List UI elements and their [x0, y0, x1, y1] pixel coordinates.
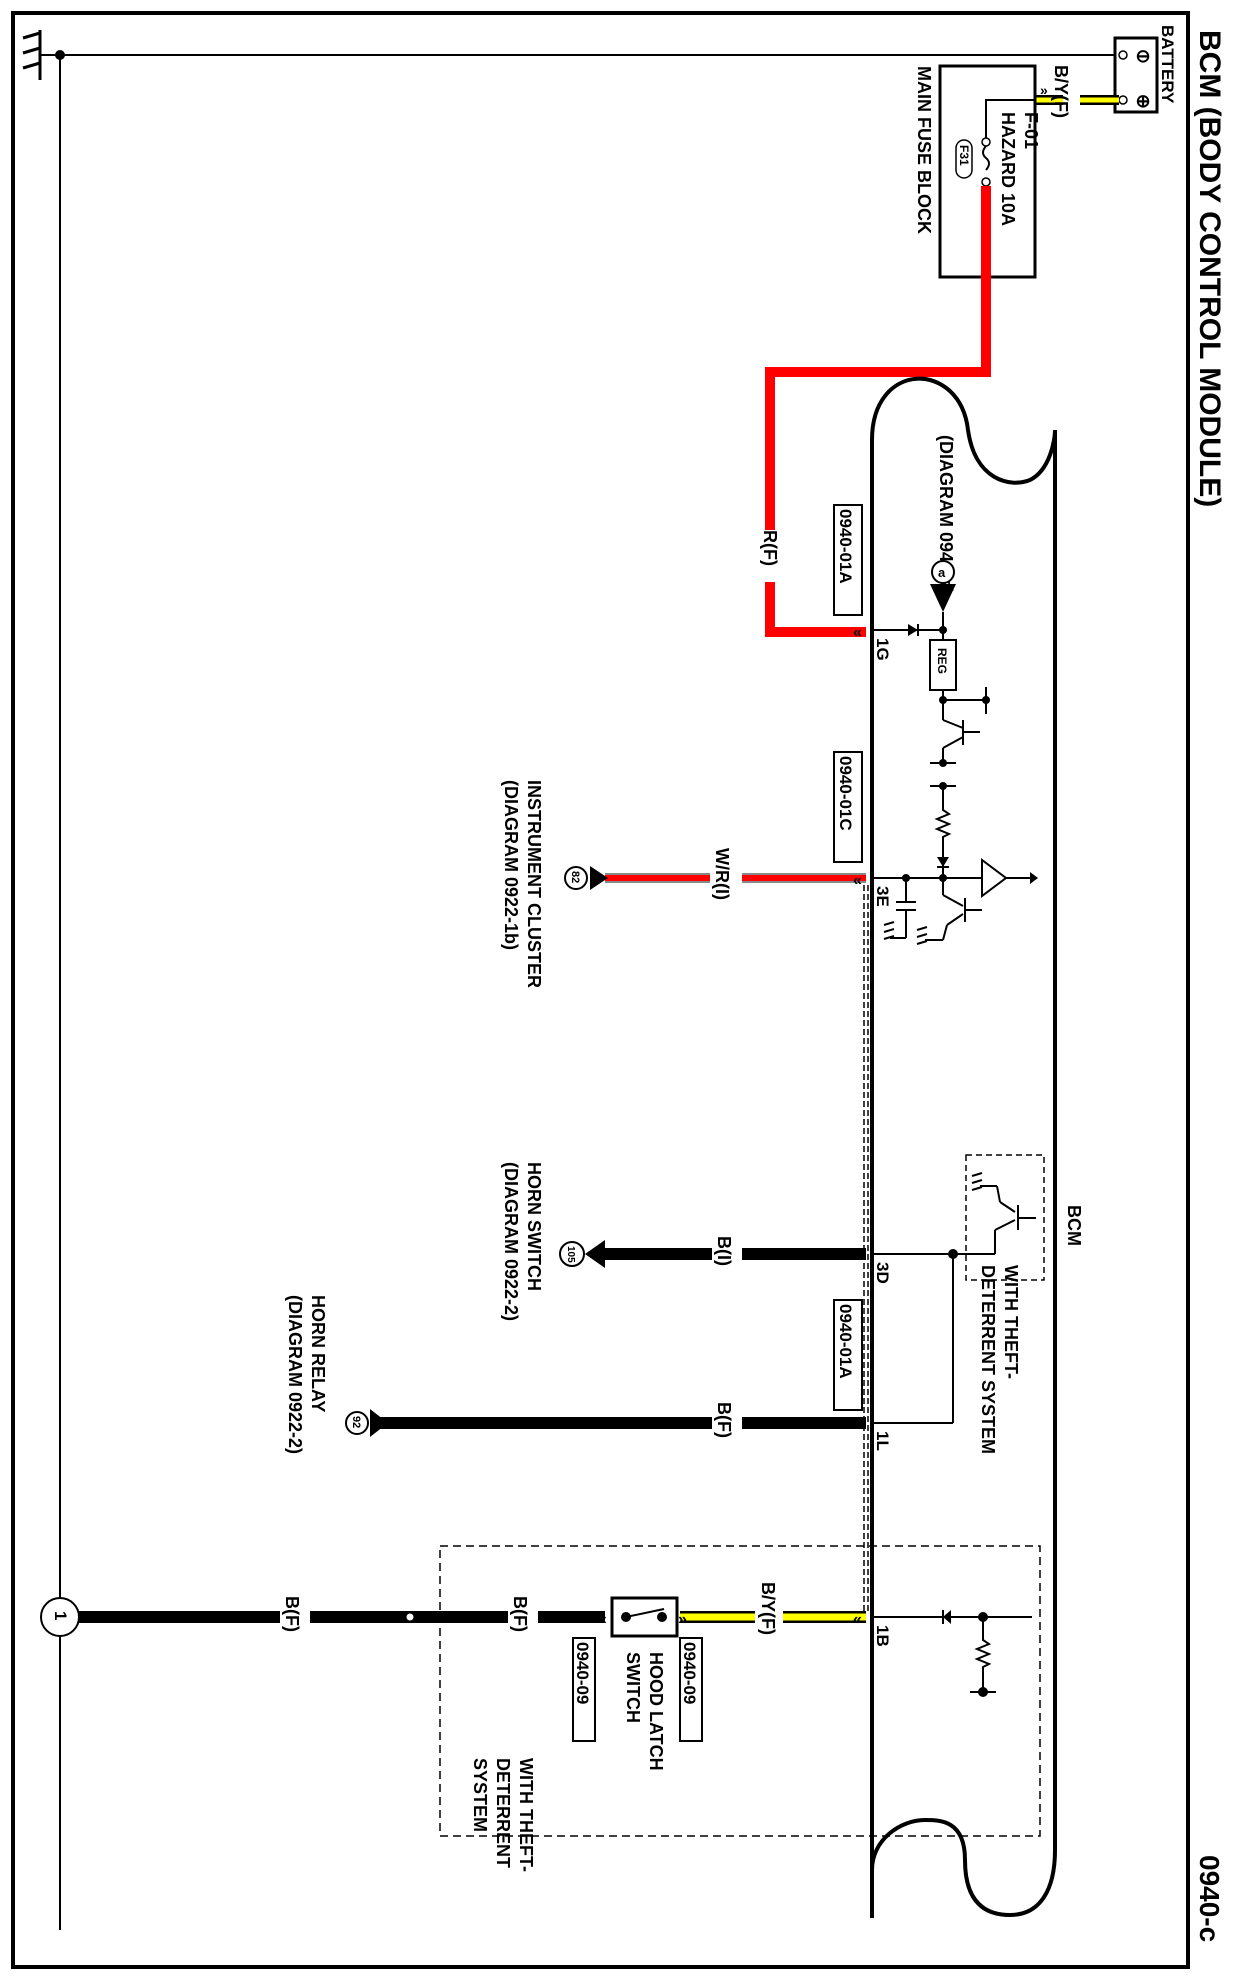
wire-white-red	[605, 866, 866, 890]
destination-number-82: 82	[569, 871, 581, 883]
destination-badge-105	[559, 1241, 585, 1267]
wire-label-battery: B/Y(F)	[1051, 65, 1071, 118]
pin-label-1b: 1B	[873, 1625, 892, 1647]
connector-label-hood-b: 0940-09	[573, 1642, 592, 1704]
wire-label-ground-main: B(F)	[282, 1596, 302, 1632]
horn-switch-diagram: (DIAGRAM 0922-2)	[501, 1162, 521, 1321]
connector-badge-1l	[833, 1299, 863, 1411]
fuse-id-badge	[955, 139, 973, 179]
fuse-icon	[981, 137, 991, 187]
connector-f01-label: F-01	[1021, 112, 1041, 149]
bcm-diagram-ref: (DIAGRAM 0940-a)	[936, 435, 956, 594]
connector-chevron-1b: «	[853, 1611, 862, 1628]
theft-box-hood-line2: DETERRENT	[493, 1758, 513, 1868]
ground-point-number: 1	[51, 1611, 70, 1620]
pin-label-1g: 1G	[873, 638, 892, 661]
arrow-to-instrument-cluster	[590, 866, 608, 890]
arrow-to-horn-switch	[585, 1240, 605, 1268]
connector-badge-3e	[833, 751, 863, 863]
connector-label-1g: 0940-01A	[836, 509, 855, 584]
connector-badge-hood-b	[572, 1637, 596, 1742]
pin-label-3e: 3E	[873, 886, 892, 907]
bcm-ref-badge: a	[938, 565, 946, 580]
regulator-label: REG	[935, 648, 949, 674]
wire-label-3e: W/R(I)	[712, 848, 732, 900]
battery-positive-icon: ⊕	[1135, 91, 1150, 111]
bcm-module-outline	[870, 376, 1057, 1918]
theft-deterrent-box-bcm	[965, 1154, 1045, 1281]
page-frame	[11, 11, 1190, 1969]
theft-box-hood-line1: WITH THEFT-	[516, 1758, 536, 1872]
horn-relay-diagram: (DIAGRAM 0922-2)	[285, 1295, 305, 1454]
connector-badge-hood-a	[679, 1637, 703, 1742]
connector-badge-1g	[833, 504, 863, 616]
theft-box-bcm-line1: WITH THEFT-	[1001, 1265, 1021, 1379]
fuse-name-label: HAZARD 10A	[998, 112, 1018, 226]
fuse-block-label: MAIN FUSE BLOCK	[914, 66, 934, 234]
destination-number-105: 105	[565, 1246, 576, 1263]
switch-contact-icon	[621, 1608, 667, 1622]
instrument-cluster-label: INSTRUMENT CLUSTER	[524, 780, 544, 988]
theft-box-bcm-line2: DETERRENT SYSTEM	[978, 1265, 998, 1454]
connector-label-3e: 0940-01C	[836, 756, 855, 831]
destination-badge-92	[345, 1411, 369, 1435]
destination-badge-82	[564, 866, 588, 890]
destination-number-92: 92	[350, 1416, 362, 1428]
wire-label-hood-ground: B(F)	[510, 1596, 530, 1632]
battery: ⊖ ⊕	[1113, 36, 1159, 114]
battery-negative-icon: ⊖	[1135, 46, 1150, 66]
wire-label-1b: B/Y(F)	[758, 1582, 778, 1635]
connector-chevron-1g: «	[853, 624, 862, 641]
connector-chevron-3d: «	[853, 1248, 862, 1265]
pin-label-1l: 1L	[873, 1431, 892, 1451]
connector-label-hood-a: 0940-09	[680, 1642, 699, 1704]
hood-switch-label-line1: HOOD LATCH	[646, 1652, 666, 1771]
instrument-cluster-diagram: (DIAGRAM 0922-1b)	[501, 780, 521, 950]
wire-red-hazard	[765, 186, 991, 637]
bcm-internal-circuit-3e	[872, 858, 1038, 945]
bcm-internal-circuit-1b	[872, 1610, 1032, 1697]
bcm-internal-circuit-1g	[872, 560, 990, 878]
ground-point-badge	[40, 1597, 80, 1637]
diagram-title: BCM (BODY CONTROL MODULE)	[1193, 30, 1226, 507]
wire-label-1l: B(F)	[714, 1402, 734, 1438]
battery-label: BATTERY	[1158, 25, 1177, 104]
wire-black-yellow-hood	[680, 1600, 866, 1634]
theft-box-hood-line3: SYSTEM	[470, 1758, 490, 1832]
pin-label-3d: 3D	[873, 1262, 892, 1284]
splice-dot	[406, 1613, 414, 1621]
horn-relay-label: HORN RELAY	[308, 1295, 328, 1412]
connector-chevron-f01: »	[1040, 82, 1048, 98]
wire-battery-to-fuse	[1035, 90, 1119, 112]
connector-chevron-3e: «	[853, 872, 862, 889]
connector-chevron-1l: «	[853, 1417, 862, 1434]
page-id: 0940-c	[1194, 1855, 1225, 1942]
connector-chevron-hood-right: »	[678, 1611, 687, 1628]
arrow-to-horn-relay	[370, 1409, 388, 1437]
wire-label-3d: B(I)	[714, 1236, 734, 1266]
horn-switch-label: HORN SWITCH	[524, 1162, 544, 1291]
wire-label-1g: R(F)	[760, 530, 780, 566]
fuse-id: F31	[957, 145, 971, 166]
theft-deterrent-box-hood	[439, 1545, 1041, 1837]
connector-label-1l: 0940-01A	[836, 1304, 855, 1379]
bcm-label: BCM	[1064, 1205, 1084, 1246]
bcm-internal-circuit-3d	[872, 1172, 1036, 1424]
fuse-feed-line	[985, 99, 1035, 140]
hood-switch-label-line2: SWITCH	[623, 1652, 643, 1723]
ground-symbol-top	[22, 30, 42, 80]
